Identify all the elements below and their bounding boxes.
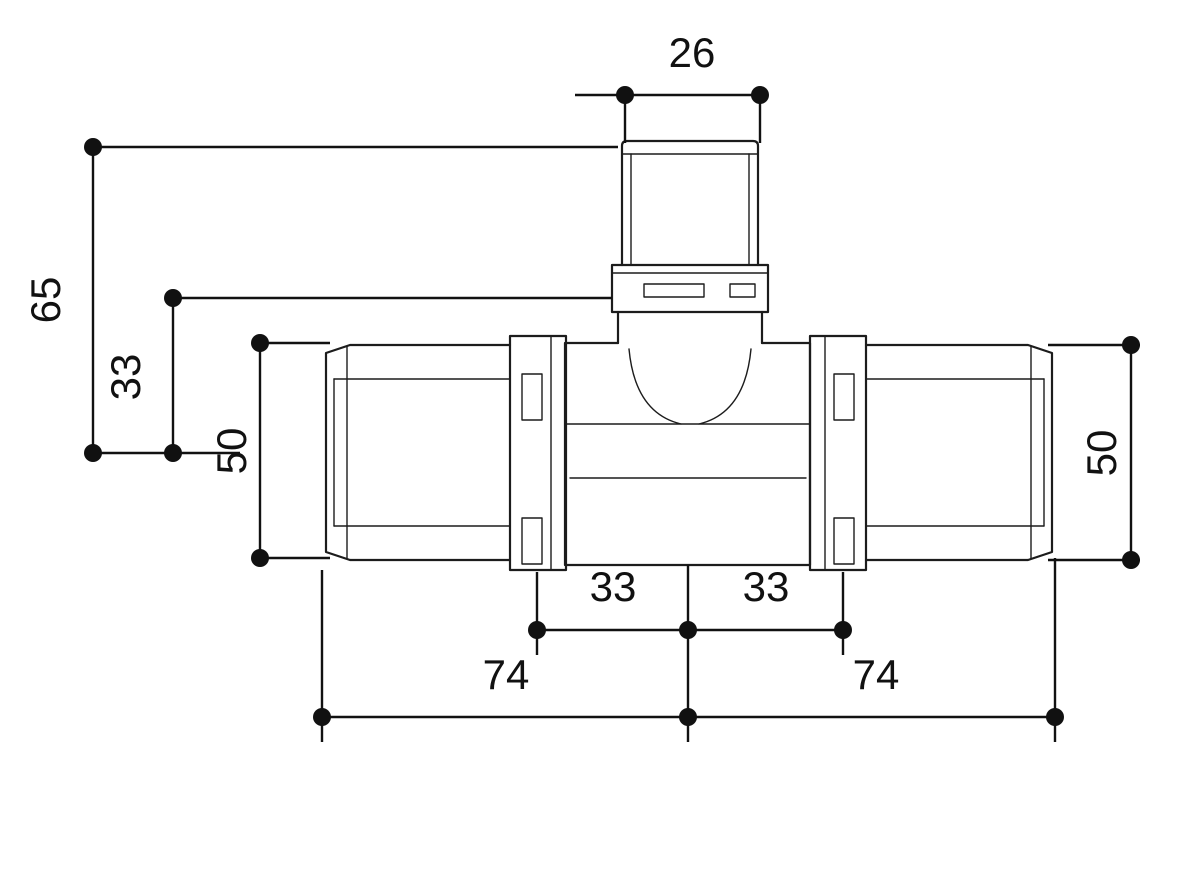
left-collar-slot-top	[521, 373, 543, 421]
dim-dot	[751, 86, 769, 104]
dim-dot	[84, 444, 102, 462]
dim-label-33-bottom-left: 33	[590, 563, 637, 610]
dim-dot	[1122, 336, 1140, 354]
dim-label-26: 26	[669, 29, 716, 76]
right-sleeve	[864, 343, 1054, 562]
left-collar	[508, 334, 568, 572]
dim-dot	[834, 621, 852, 639]
dim-dot	[679, 621, 697, 639]
dim-label-74-left: 74	[483, 651, 530, 698]
left-sleeve-outline	[324, 343, 512, 562]
dim-dot	[251, 334, 269, 352]
dim-dot	[164, 289, 182, 307]
dim-dot	[616, 86, 634, 104]
fitting	[324, 139, 1054, 572]
left-collar-slot-bottom	[521, 517, 543, 565]
dim-label-33-bottom-right: 33	[743, 563, 790, 610]
right-collar-slot-top	[833, 373, 855, 421]
center-body	[563, 341, 812, 567]
right-sleeve-outline	[864, 343, 1054, 562]
fillet-arc-right	[698, 348, 752, 425]
dim-dot	[313, 708, 331, 726]
top-collar-slot-long	[643, 283, 705, 298]
dim-label-50-right: 50	[1078, 430, 1125, 477]
left-collar-outline	[508, 334, 568, 572]
right-collar-outline	[808, 334, 868, 572]
dim-label-65: 65	[22, 277, 69, 324]
right-collar	[808, 334, 868, 572]
dim-label-33-left: 33	[102, 354, 149, 401]
dim-dot	[164, 444, 182, 462]
dim-dot	[1046, 708, 1064, 726]
fillet-arc-left	[628, 348, 682, 425]
left-sleeve	[324, 343, 512, 562]
top-collar-slot-short	[729, 283, 756, 298]
center-body-outline	[563, 341, 812, 567]
dim-label-74-right: 74	[853, 651, 900, 698]
top-sleeve-outline	[620, 139, 760, 267]
top-collar-outline	[610, 263, 770, 314]
dim-dot	[528, 621, 546, 639]
dimension-right-diameter: 50	[1048, 336, 1140, 569]
dim-dot	[1122, 551, 1140, 569]
dimension-height-to-collar: 33	[102, 289, 612, 462]
dim-dot	[84, 138, 102, 156]
dim-label-50-left: 50	[208, 428, 255, 475]
dimension-height-total: 65	[22, 138, 618, 462]
dimension-bottom-inner: 33 33	[528, 563, 852, 742]
dimension-bottom-outer: 74 74	[313, 558, 1064, 742]
dim-dot	[251, 549, 269, 567]
dimension-top-width: 26	[575, 29, 769, 143]
top-port	[610, 139, 770, 345]
dim-dot	[679, 708, 697, 726]
right-collar-slot-bottom	[833, 517, 855, 565]
dimension-left-diameter: 50	[208, 334, 330, 567]
